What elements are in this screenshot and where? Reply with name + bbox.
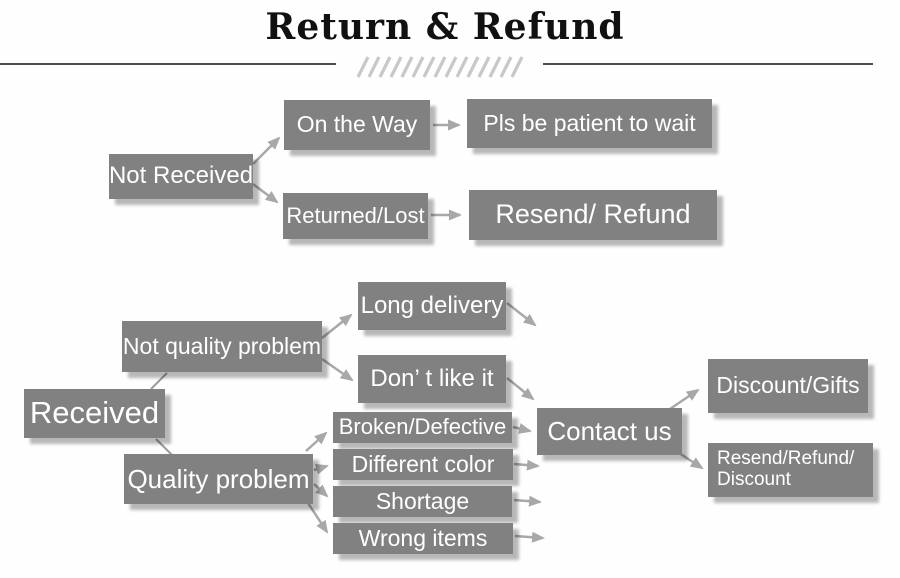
arrow-wrongitems-out — [514, 531, 545, 543]
node-wrong-items: Wrong items — [333, 523, 513, 554]
node-discount-gifts: Discount/Gifts — [708, 359, 868, 413]
page-title: Return & Refund — [265, 6, 625, 48]
arrow-notquality-to-dontlike — [321, 357, 354, 382]
node-not-received: Not Received — [109, 154, 253, 199]
node-different-color: Different color — [333, 449, 513, 480]
arrow-notreceived-to-ontheway — [252, 136, 281, 165]
arrow-differentcolor-out — [513, 459, 540, 471]
node-resend-refund-discount: Resend/Refund/ Discount — [708, 443, 873, 497]
arrow-shortage-out — [513, 495, 542, 507]
header-hatch-icon — [356, 56, 524, 78]
node-contact-us: Contact us — [537, 408, 682, 455]
arrow-longdelivery-out — [506, 302, 537, 327]
node-dont-like-it: Don’ t like it — [358, 355, 506, 403]
node-received: Received — [24, 389, 165, 438]
node-resend-refund-discount-line2: Discount — [717, 469, 791, 490]
arrow-broken-to-contactus — [512, 423, 532, 434]
node-shortage: Shortage — [333, 486, 512, 517]
node-resend-refund: Resend/ Refund — [469, 190, 717, 240]
arrow-quality-to-broken — [305, 431, 328, 452]
arrow-dontlike-to-contactus — [506, 377, 535, 401]
line-received-to-notqualityproblem — [150, 372, 168, 390]
node-long-delivery: Long delivery — [358, 282, 506, 330]
arrow-notquality-to-longdelivery — [321, 313, 353, 339]
arrow-quality-to-shortage — [313, 483, 329, 498]
node-resend-refund-discount-line1: Resend/Refund/ — [717, 448, 855, 470]
node-not-quality-problem: Not quality problem — [122, 321, 322, 372]
node-on-the-way: On the Way — [284, 100, 430, 150]
node-pls-be-patient: Pls be patient to wait — [467, 99, 712, 148]
arrow-quality-to-wrongitems — [306, 502, 329, 534]
node-broken-defective: Broken/Defective — [333, 412, 512, 443]
arrow-quality-to-differentcolor — [313, 463, 329, 475]
node-quality-problem: Quality problem — [124, 454, 313, 504]
node-returned-lost: Returned/Lost — [283, 193, 428, 239]
arrow-notreceived-to-returnedlost — [252, 183, 279, 204]
